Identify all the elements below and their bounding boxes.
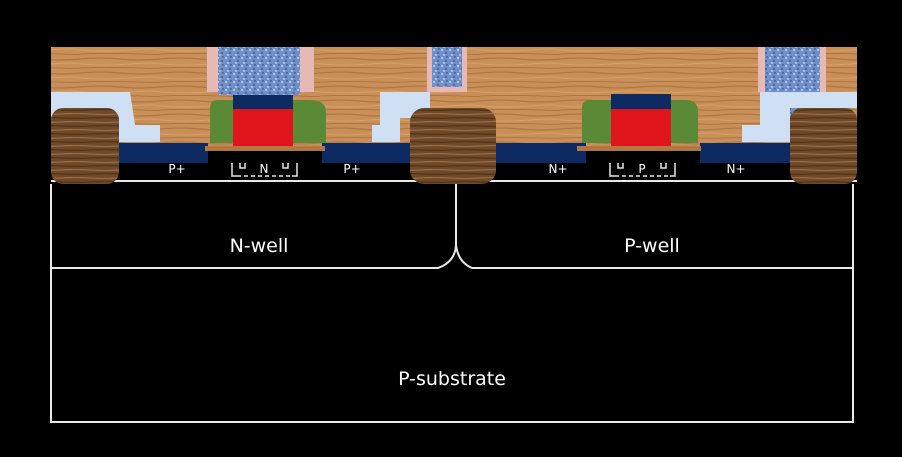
pmos-drain-label: P+	[343, 162, 360, 176]
pmos-source-diffusion	[118, 143, 208, 163]
nmos-source-label: N+	[548, 162, 567, 176]
pmos-gate-oxide	[205, 146, 325, 151]
pmos-drain-diffusion	[322, 143, 412, 163]
nmos-channel-label: P	[638, 162, 645, 176]
metal-contact-pmos-gate	[218, 47, 300, 95]
p-well-label: P-well	[624, 235, 680, 257]
pmos-source-label: P+	[168, 162, 185, 176]
nmos-drain-label: N+	[726, 162, 745, 176]
sti-left	[51, 108, 119, 184]
pmos-gate-cap	[233, 95, 293, 109]
nmos-gate-cap	[611, 94, 671, 109]
nmos-source-diffusion	[496, 143, 586, 163]
n-well-label: N-well	[230, 235, 289, 257]
p-well-outline	[455, 184, 854, 269]
substrate-outline	[50, 268, 854, 423]
liner-center-left	[372, 92, 430, 142]
p-substrate-label: P-substrate	[398, 368, 506, 390]
pmos-gate-poly	[233, 108, 293, 146]
pmos-channel-label: N	[260, 162, 269, 176]
sti-right	[790, 108, 857, 184]
liner-right	[742, 92, 857, 142]
nmos-drain-diffusion	[700, 143, 792, 163]
sti-center	[410, 108, 496, 184]
metal-contact-center	[432, 47, 462, 87]
nmos-gate-oxide	[577, 146, 701, 151]
nmos-gate-poly	[611, 108, 671, 146]
